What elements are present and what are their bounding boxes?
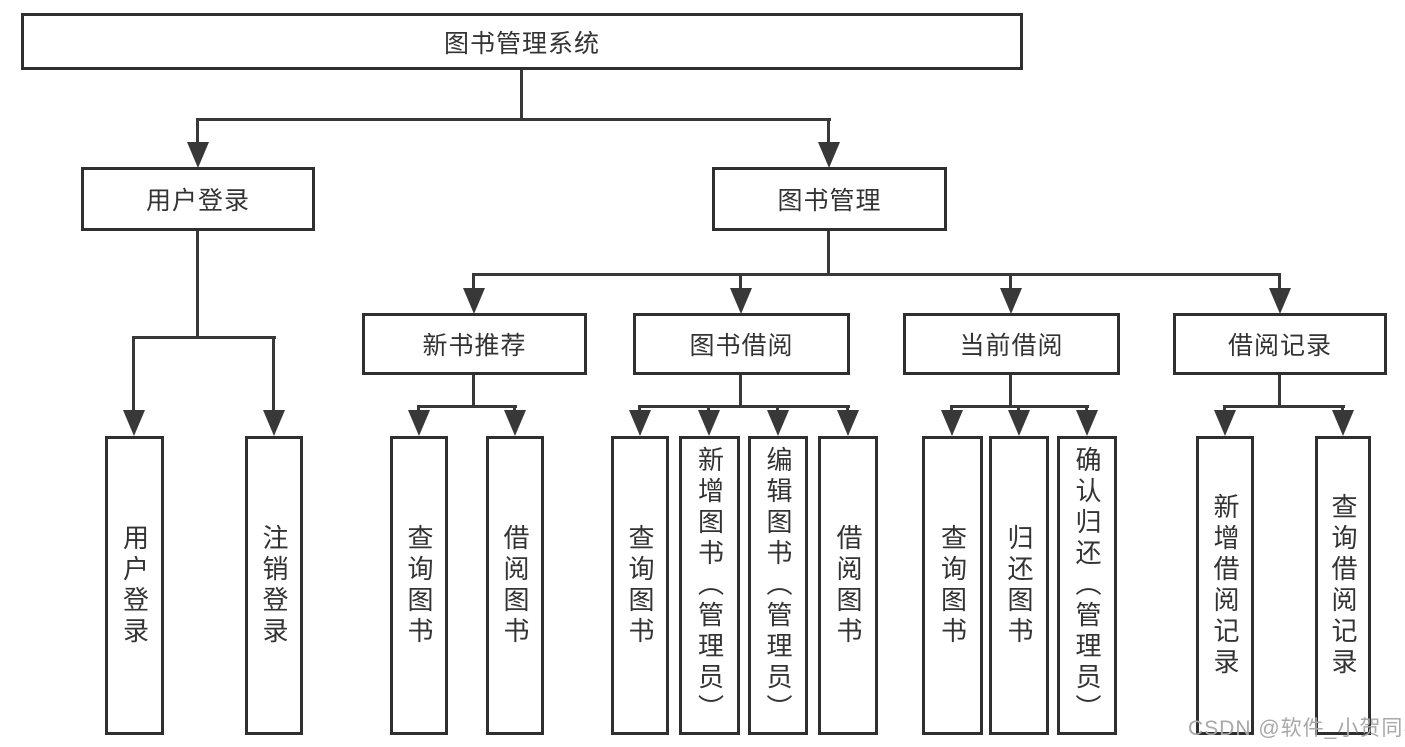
leaf-query-book-recommend: 查询图书 <box>390 436 448 735</box>
leaf-query-book-borrowing: 查询图书 <box>611 436 669 735</box>
connector-bookborrow-stem <box>739 375 742 407</box>
arrow-down-icon <box>1000 288 1022 314</box>
leaf-borrow-book-recommend: 借阅图书 <box>486 436 544 735</box>
arrow-down-icon <box>730 288 752 314</box>
arrow-down-icon <box>463 288 485 314</box>
node-library-system: 图书管理系统 <box>21 13 1023 70</box>
arrow-down-icon <box>837 410 859 436</box>
connector-branch-leaf <box>272 336 275 412</box>
leaf-add-book-admin: 新增图书（管理员） <box>679 436 740 735</box>
connector-branch-current-borrow <box>1009 273 1012 291</box>
leaf-edit-book-admin: 编辑图书（管理员） <box>748 436 808 735</box>
connector-userlogin-fork <box>133 336 276 339</box>
node-book-borrowing: 图书借阅 <box>633 313 850 375</box>
arrow-down-icon <box>187 142 209 168</box>
arrow-down-icon <box>698 410 720 436</box>
connector-branch-leaf <box>846 405 849 413</box>
connector-branch-leaf <box>1223 405 1226 413</box>
node-current-borrowing: 当前借阅 <box>903 313 1120 375</box>
connector-branch-leaf <box>707 405 710 413</box>
leaf-confirm-return-admin: 确认归还（管理员） <box>1057 436 1117 735</box>
arrow-down-icon <box>1269 288 1291 314</box>
arrow-down-icon <box>504 410 526 436</box>
connector-branch-book-mgmt <box>827 118 830 144</box>
leaf-return-book: 归还图书 <box>989 436 1049 735</box>
leaf-query-borrow-record: 查询借阅记录 <box>1315 436 1371 735</box>
watermark-text: CSDN @软件_小贺同学 <box>1188 717 1405 740</box>
connector-branch-borrow-record <box>1278 273 1281 291</box>
connector-userlogin-stem <box>196 231 199 338</box>
connector-branch-book-borrow <box>739 273 742 291</box>
arrow-down-icon <box>1076 410 1098 436</box>
connector-bookmgmt-stem <box>827 231 830 275</box>
connector-newbook-fork <box>418 405 517 408</box>
connector-bookborrow-fork <box>639 405 850 408</box>
connector-branch-leaf <box>638 405 641 413</box>
connector-bookmgmt-fork <box>473 273 1281 276</box>
connector-currentborrow-stem <box>1009 375 1012 407</box>
connector-branch-user-login <box>196 118 199 144</box>
leaf-borrow-book-borrowing: 借阅图书 <box>818 436 878 735</box>
arrow-down-icon <box>1008 410 1030 436</box>
arrow-down-icon <box>629 410 651 436</box>
arrow-down-icon <box>767 410 789 436</box>
leaf-add-borrow-record: 新增借阅记录 <box>1196 436 1254 735</box>
connector-borrowrecord-stem <box>1278 375 1281 407</box>
arrow-down-icon <box>1214 410 1236 436</box>
leaf-logout-login: 注销登录 <box>245 436 303 735</box>
connector-borrowrecord-fork <box>1224 405 1345 408</box>
connector-root-fork <box>197 118 831 121</box>
leaf-query-book-current: 查询图书 <box>922 436 983 735</box>
node-user-login: 用户登录 <box>81 167 315 231</box>
node-borrow-records: 借阅记录 <box>1173 313 1387 375</box>
arrow-down-icon <box>1332 410 1354 436</box>
arrow-down-icon <box>123 410 145 436</box>
connector-branch-leaf <box>417 405 420 413</box>
node-new-book-recommend: 新书推荐 <box>362 313 587 375</box>
connector-branch-leaf <box>776 405 779 413</box>
arrow-down-icon <box>941 410 963 436</box>
arrow-down-icon <box>408 410 430 436</box>
connector-branch-leaf <box>1085 405 1088 413</box>
connector-branch-leaf <box>132 336 135 412</box>
connector-branch-leaf <box>513 405 516 413</box>
connector-branch-leaf <box>1341 405 1344 413</box>
arrow-down-icon <box>263 410 285 436</box>
connector-newbook-stem <box>472 375 475 407</box>
connector-branch-leaf <box>950 405 953 413</box>
leaf-user-login: 用户登录 <box>105 436 164 735</box>
node-book-management: 图书管理 <box>712 167 947 231</box>
connector-branch-leaf <box>1017 405 1020 413</box>
connector-root-stem <box>520 70 523 120</box>
connector-currentborrow-fork <box>951 405 1089 408</box>
arrow-down-icon <box>818 142 840 168</box>
connector-branch-new-book <box>472 273 475 291</box>
